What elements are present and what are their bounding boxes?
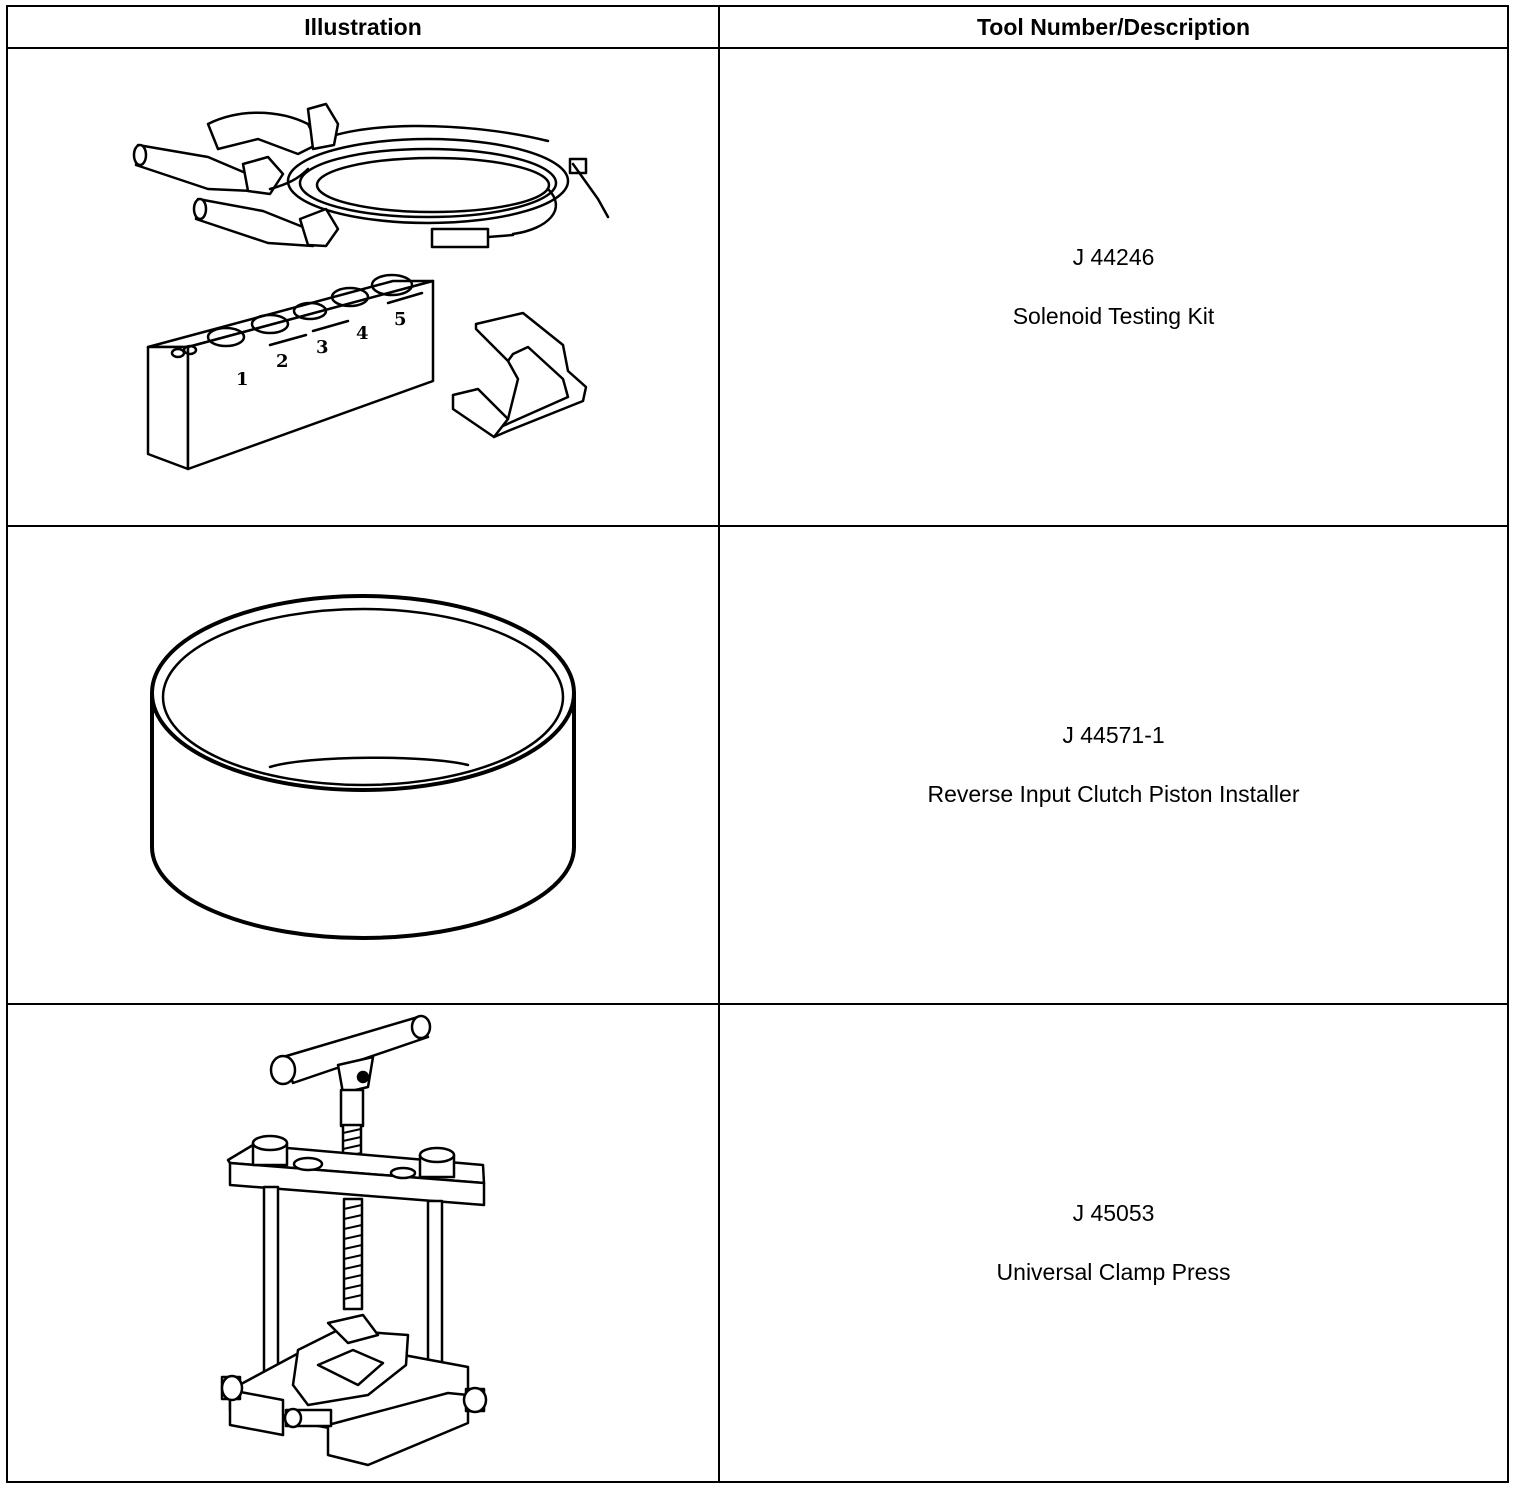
block-label-3: 3 bbox=[316, 337, 329, 358]
tool-description-cell: J 45053 Universal Clamp Press bbox=[718, 1003, 1509, 1483]
table-row: 1 2 3 4 5 J 44246 Solenoid Testing Kit bbox=[6, 47, 1509, 527]
tool-number: J 44571-1 bbox=[1062, 722, 1165, 748]
tool-number: J 44246 bbox=[1072, 244, 1155, 270]
block-label-2: 2 bbox=[276, 351, 289, 372]
illustration-cell bbox=[6, 1003, 720, 1483]
table-row: J 45053 Universal Clamp Press bbox=[6, 1003, 1509, 1483]
tool-number: J 45053 bbox=[1072, 1200, 1155, 1226]
table-row: J 44571-1 Reverse Input Clutch Piston In… bbox=[6, 525, 1509, 1005]
illustration-cell: 1 2 3 4 5 bbox=[6, 47, 720, 527]
clamp-press-icon bbox=[220, 1014, 488, 1467]
tool-description-cell: J 44246 Solenoid Testing Kit bbox=[718, 47, 1509, 527]
header-illustration: Illustration bbox=[6, 5, 720, 49]
header-tool-description: Tool Number/Description bbox=[718, 5, 1509, 49]
block-label-4: 4 bbox=[356, 323, 369, 344]
block-label-1: 1 bbox=[236, 369, 249, 390]
tool-table: Illustration Tool Number/Description bbox=[6, 5, 1509, 1483]
tool-description: Reverse Input Clutch Piston Installer bbox=[927, 781, 1300, 807]
solenoid-testing-kit-icon: 1 2 3 4 5 bbox=[132, 102, 610, 471]
block-label-5: 5 bbox=[394, 309, 407, 330]
piston-installer-ring-icon bbox=[150, 594, 576, 940]
tool-description-cell: J 44571-1 Reverse Input Clutch Piston In… bbox=[718, 525, 1509, 1005]
illustration-cell bbox=[6, 525, 720, 1005]
tool-description: Solenoid Testing Kit bbox=[1012, 303, 1215, 329]
table-header-row: Illustration Tool Number/Description bbox=[6, 5, 1509, 49]
tool-description: Universal Clamp Press bbox=[996, 1259, 1231, 1285]
